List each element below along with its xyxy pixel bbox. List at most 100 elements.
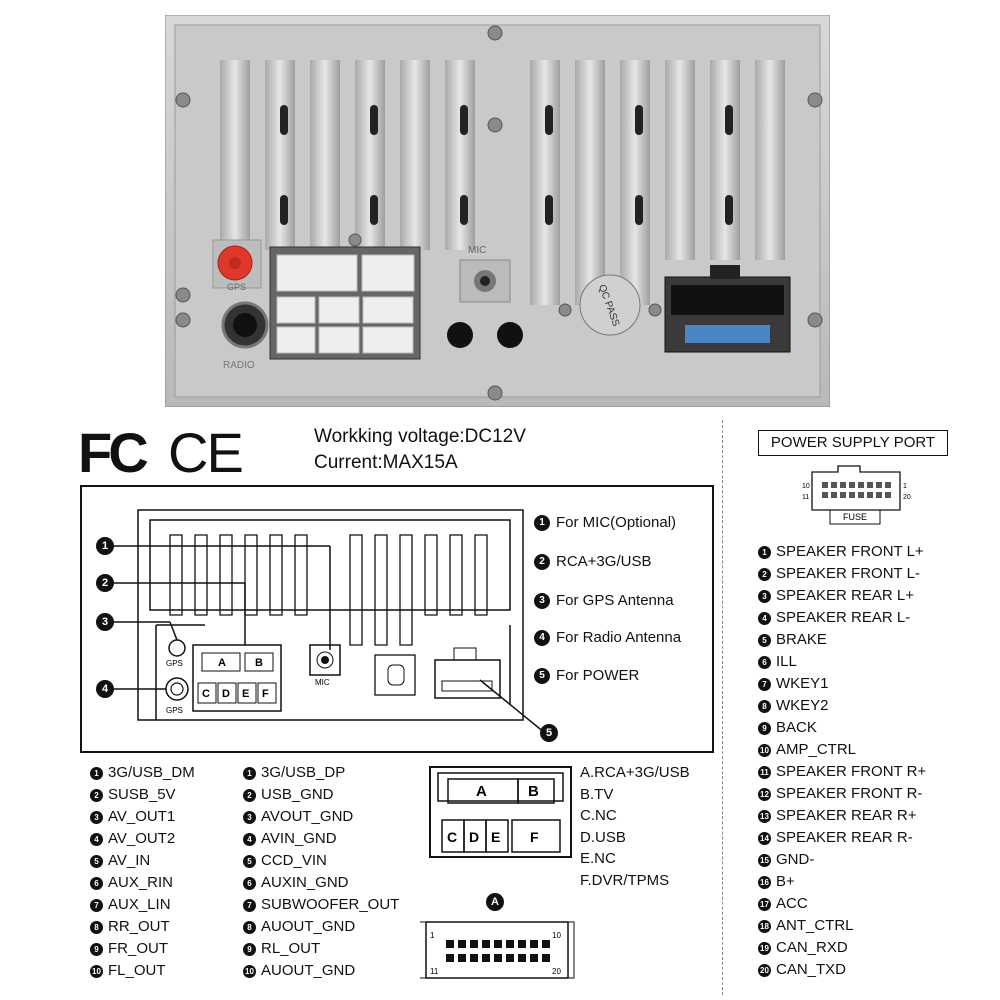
gps-connector: GPS [212,239,262,292]
connector-block-f: F [530,829,539,845]
diagram-block-d: D [222,688,230,700]
connector-block-c: C [447,829,457,845]
connector-block-b: B [528,783,539,800]
diagram-drawing: GPS GPS A B C D E F MIC [106,509,546,734]
rca-connector-diagram: A B C D E F [429,766,572,858]
diagram-block-e: E [242,688,249,700]
diagram-callout-2: 2 [96,574,114,592]
connector-legend-item: B.TV [580,785,614,803]
diagram-gps-top-label: GPS [166,659,183,668]
diagram-block-c: C [202,688,210,700]
diagram-callout-3: 3 [96,613,114,631]
qc-pass-sticker: QC PASS [579,274,641,336]
power-connector [664,265,791,353]
diagram-callout-1: 1 [96,537,114,555]
photo-radio-label: RADIO [223,360,255,371]
diagram-block-b: B [255,657,263,669]
connector-legend-item: E.NC [580,850,616,867]
connector-block-e: E [491,829,500,845]
rca-usb-connector [269,246,421,360]
plug-pin-11: 11 [430,967,439,976]
rear-panel-photo: GPS RADIO MIC QC PASS [165,15,830,407]
diagram-mic-label: MIC [315,678,330,687]
diagram-block-f: F [262,688,269,700]
radio-connector: RADIO [221,301,269,371]
photo-mic-label: MIC [468,245,486,256]
connector-block-a: A [476,783,487,800]
plug-a-diagram: 1 10 11 20 [420,921,575,979]
connector-legend-item: A.RCA+3G/USB [580,764,690,781]
mic-jack: MIC [459,245,511,303]
working-voltage: Workking voltage:DC12V [314,426,526,447]
power-pin-11: 11 [802,494,809,501]
power-port-title: POWER SUPPLY PORT [758,430,948,456]
power-pin-20: 20 [903,494,911,501]
fuse-label: FUSE [843,512,867,522]
max-current: Current:MAX15A [314,452,458,473]
plug-a-marker: A [486,893,504,911]
plug-pin-20: 20 [552,967,561,976]
diagram-callout-5: 5 [540,724,558,742]
connector-legend: A.RCA+3G/USB B.TV C.NC D.USB E.NC F.DVR/… [580,762,690,891]
rear-panel-diagram [80,485,714,753]
plug-pin-10: 10 [552,931,561,940]
section-divider [722,420,723,995]
connector-legend-item: D.USB [580,828,626,846]
connector-legend-item: C.NC [580,807,617,824]
diagram-callout-4: 4 [96,680,114,698]
ce-logo: CE [168,421,244,484]
power-port-connector: FUSE 10 11 1 20 [802,465,911,525]
fcc-logo: FC [78,421,149,484]
plug-pin-1: 1 [430,931,435,940]
screws [175,25,823,401]
diagram-gps-bottom-label: GPS [166,706,183,715]
connector-block-d: D [469,829,479,845]
heatsink-ribs [220,60,785,305]
power-pin-10: 10 [802,483,810,490]
diagram-ribs [169,534,488,646]
